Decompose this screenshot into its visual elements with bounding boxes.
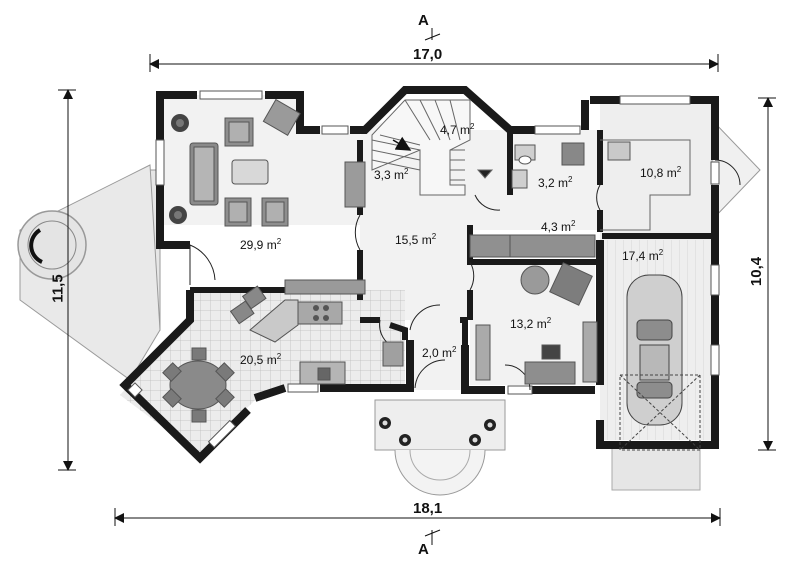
car [619,274,701,451]
office-furniture [475,262,598,385]
windows [127,90,720,449]
section-marker-bottom: A [418,541,429,558]
room-area-value: 20,5 [240,353,264,367]
room-area-office: 13,2 m2 [510,316,551,331]
room-area-sup: 2 [452,345,457,354]
room-area-unit: m [536,317,547,331]
room-area-sup: 2 [276,237,282,246]
room-area-hall: 15,5 m2 [395,232,436,247]
room-area-value: 29,9 [240,238,264,252]
room-area-sup: 2 [571,219,576,228]
room-area-sup: 2 [568,175,573,184]
room-area-sup: 2 [546,316,552,325]
room-area-vestibule: 2,0 m2 [422,345,456,360]
room-area-sup: 2 [470,122,475,131]
room-area-stairs: 3,3 m2 [374,167,408,182]
dimension-bottom: 18,1 [413,500,443,517]
dimension-top: 17,0 [413,46,443,63]
section-marker-top: A [418,12,429,29]
room-area-garage: 17,4 m2 [622,248,663,263]
room-area-value: 2,0 [422,346,439,360]
terrace [17,164,161,381]
room-area-landing: 4,7 m2 [440,122,474,137]
room-area-corridor: 4,3 m2 [541,219,575,234]
room-area-unit: m [266,353,277,367]
room-area-living: 29,9 m2 [240,237,281,252]
dimension-left: 11,5 [49,274,67,303]
room-area-sup: 2 [676,165,682,174]
room-area-unit: m [394,168,405,182]
room-area-unit: m [558,176,569,190]
dimension-lines [58,28,776,545]
room-area-value: 4,7 [440,123,457,137]
room-area-unit: m [666,166,677,180]
room-area-sup: 2 [404,167,409,176]
living-furniture [169,98,366,227]
room-area-unit: m [561,220,572,234]
room-area-unit: m [460,123,471,137]
room-area-value: 15,5 [395,233,419,247]
room-area-kitchen: 20,5 m2 [240,352,281,367]
room-area-sup: 2 [431,232,437,241]
doors [189,159,741,391]
room-area-sup: 2 [658,248,664,257]
room-area-unit: m [266,238,277,252]
hall-furniture [469,234,596,258]
room-area-boiler: 10,8 m2 [640,165,681,180]
staircase [371,99,494,196]
driveway [611,118,761,491]
room-area-value: 10,8 [640,166,664,180]
porch [374,399,506,496]
room-area-wc: 3,2 m2 [538,175,572,190]
room-area-unit: m [442,346,453,360]
wc-fixtures [511,139,691,231]
dimension-right: 10,4 [748,256,766,287]
room-area-value: 3,3 [374,168,391,182]
room-area-value: 17,4 [622,249,646,263]
room-area-unit: m [648,249,659,263]
room-area-value: 3,2 [538,176,555,190]
room-area-value: 4,3 [541,220,558,234]
room-area-sup: 2 [276,352,282,361]
room-area-unit: m [421,233,432,247]
room-area-value: 13,2 [510,317,534,331]
kitchen-furniture [162,279,404,423]
